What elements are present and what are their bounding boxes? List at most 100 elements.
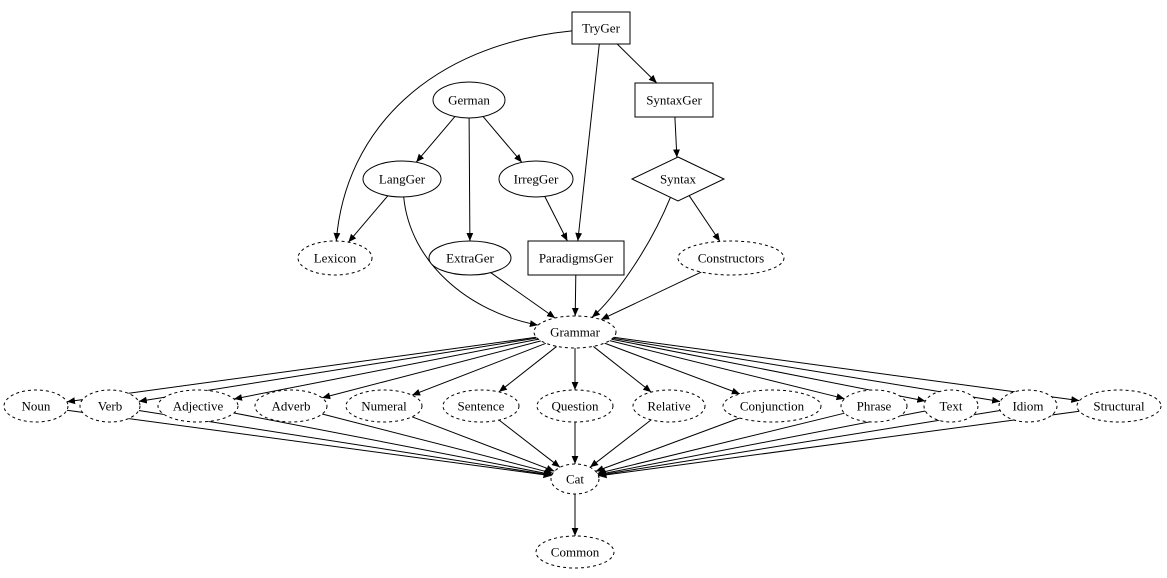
edge-ParadigmsGer-Grammar [571, 274, 579, 317]
edge-Idiom-Cat [598, 410, 1001, 478]
node-Verb: Verb [79, 389, 141, 423]
edge-TryGer-ParadigmsGer [575, 43, 600, 242]
node-German: German [432, 81, 506, 119]
ellipse-outline-Grammar [533, 315, 617, 349]
node-label-Common: Common [551, 545, 600, 560]
edge-SyntaxGer-Syntax [673, 116, 680, 158]
edge-Adjective-Cat [233, 412, 553, 477]
edge-Noun-Cat [66, 409, 552, 479]
node-label-Grammar: Grammar [550, 325, 600, 340]
edge-Structural-Cat [598, 410, 1080, 479]
node-Lexicon: Lexicon [297, 240, 373, 276]
ellipse-outline-Numeral [345, 389, 423, 423]
edges-layer [66, 30, 1080, 536]
node-label-Idiom: Idiom [1012, 399, 1043, 414]
node-Common: Common [535, 535, 615, 569]
node-label-Phrase: Phrase [857, 399, 892, 414]
node-label-Numeral: Numeral [361, 399, 407, 414]
node-label-Sentence: Sentence [458, 399, 505, 414]
ellipse-outline-IrregGer [498, 160, 574, 198]
node-label-Structural: Structural [1093, 399, 1145, 414]
node-label-Text: Text [940, 399, 963, 414]
node-Text: Text [923, 389, 979, 423]
node-Cat: Cat [550, 463, 600, 495]
node-Numeral: Numeral [345, 389, 423, 423]
node-label-LangGer: LangGer [379, 172, 426, 187]
edge-Adverb-Cat [322, 413, 553, 475]
ellipse-outline-Conjunction [722, 389, 822, 423]
ellipse-outline-Lexicon [297, 240, 373, 276]
ellipse-outline-Common [535, 535, 615, 569]
edge-Grammar-Adjective [233, 338, 539, 401]
edge-LangGer-Grammar [403, 196, 539, 327]
node-SyntaxGer: SyntaxGer [634, 82, 714, 118]
edge-German-LangGer [415, 116, 456, 163]
edge-Grammar-Adverb [321, 340, 542, 400]
node-Structural: Structural [1076, 389, 1162, 423]
edge-Phrase-Cat [597, 412, 845, 475]
ellipse-outline-Constructors [677, 240, 785, 276]
node-Noun: Noun [3, 389, 69, 423]
ellipse-outline-Cat [550, 463, 600, 495]
edge-Numeral-Cat [411, 416, 555, 472]
node-label-Syntax: Syntax [660, 172, 697, 187]
node-label-Lexicon: Lexicon [314, 251, 357, 266]
node-label-Noun: Noun [22, 399, 51, 414]
node-label-Cat: Cat [566, 472, 584, 487]
node-Sentence: Sentence [442, 389, 520, 423]
node-label-IrregGer: IrregGer [514, 172, 559, 187]
node-Phrase: Phrase [840, 389, 908, 423]
node-Syntax: Syntax [630, 156, 726, 202]
node-label-Question: Question [552, 399, 599, 414]
box-outline-SyntaxGer [634, 82, 714, 118]
edge-German-ExtraGer [466, 117, 474, 242]
node-ExtraGer: ExtraGer [428, 240, 512, 276]
edge-Grammar-Sentence [498, 345, 558, 393]
edge-German-IrregGer [482, 116, 523, 163]
edge-Relative-Cat [589, 419, 652, 468]
ellipse-outline-Sentence [442, 389, 520, 423]
edge-Conjunction-Cat [595, 417, 740, 472]
ellipse-outline-Verb [79, 389, 141, 423]
node-label-Conjunction: Conjunction [740, 399, 805, 414]
box-outline-TryGer [571, 11, 631, 45]
node-LangGer: LangGer [362, 160, 442, 198]
ellipse-outline-Structural [1076, 389, 1162, 423]
edge-LangGer-Lexicon [348, 195, 389, 243]
diamond-outline-Syntax [630, 156, 726, 202]
ellipse-outline-Phrase [840, 389, 908, 423]
edge-Constructors-Grammar [600, 271, 702, 321]
edge-Syntax-Constructors [688, 195, 721, 242]
edge-TryGer-Lexicon [333, 30, 573, 242]
ellipse-outline-Adjective [157, 389, 239, 423]
edge-Grammar-Noun [66, 336, 537, 405]
edge-Syntax-Grammar [591, 197, 671, 318]
edge-IrregGer-ParadigmsGer [544, 196, 568, 242]
edge-Grammar-Relative [592, 345, 652, 393]
edge-Sentence-Cat [498, 419, 561, 468]
edge-Grammar-Conjunction [604, 342, 741, 395]
ellipse-outline-Relative [632, 389, 706, 423]
ellipse-outline-Question [536, 389, 614, 423]
node-label-Constructors: Constructors [698, 251, 764, 266]
ellipse-outline-ExtraGer [428, 240, 512, 276]
node-ParadigmsGer: ParadigmsGer [527, 240, 625, 276]
ellipse-outline-Noun [3, 389, 69, 423]
edge-Grammar-Structural [613, 336, 1080, 403]
node-Idiom: Idiom [998, 389, 1058, 423]
node-Adverb: Adverb [254, 389, 328, 423]
node-Question: Question [536, 389, 614, 423]
edge-Grammar-Idiom [612, 337, 1001, 404]
edge-Grammar-Numeral [411, 342, 547, 396]
ellipse-outline-Text [923, 389, 979, 423]
node-Relative: Relative [632, 389, 706, 423]
ellipse-outline-Idiom [998, 389, 1058, 423]
node-label-TryGer: TryGer [582, 21, 620, 36]
box-outline-ParadigmsGer [527, 240, 625, 276]
node-Grammar: Grammar [533, 315, 617, 349]
edge-TryGer-SyntaxGer [616, 43, 658, 84]
node-label-German: German [448, 93, 490, 108]
